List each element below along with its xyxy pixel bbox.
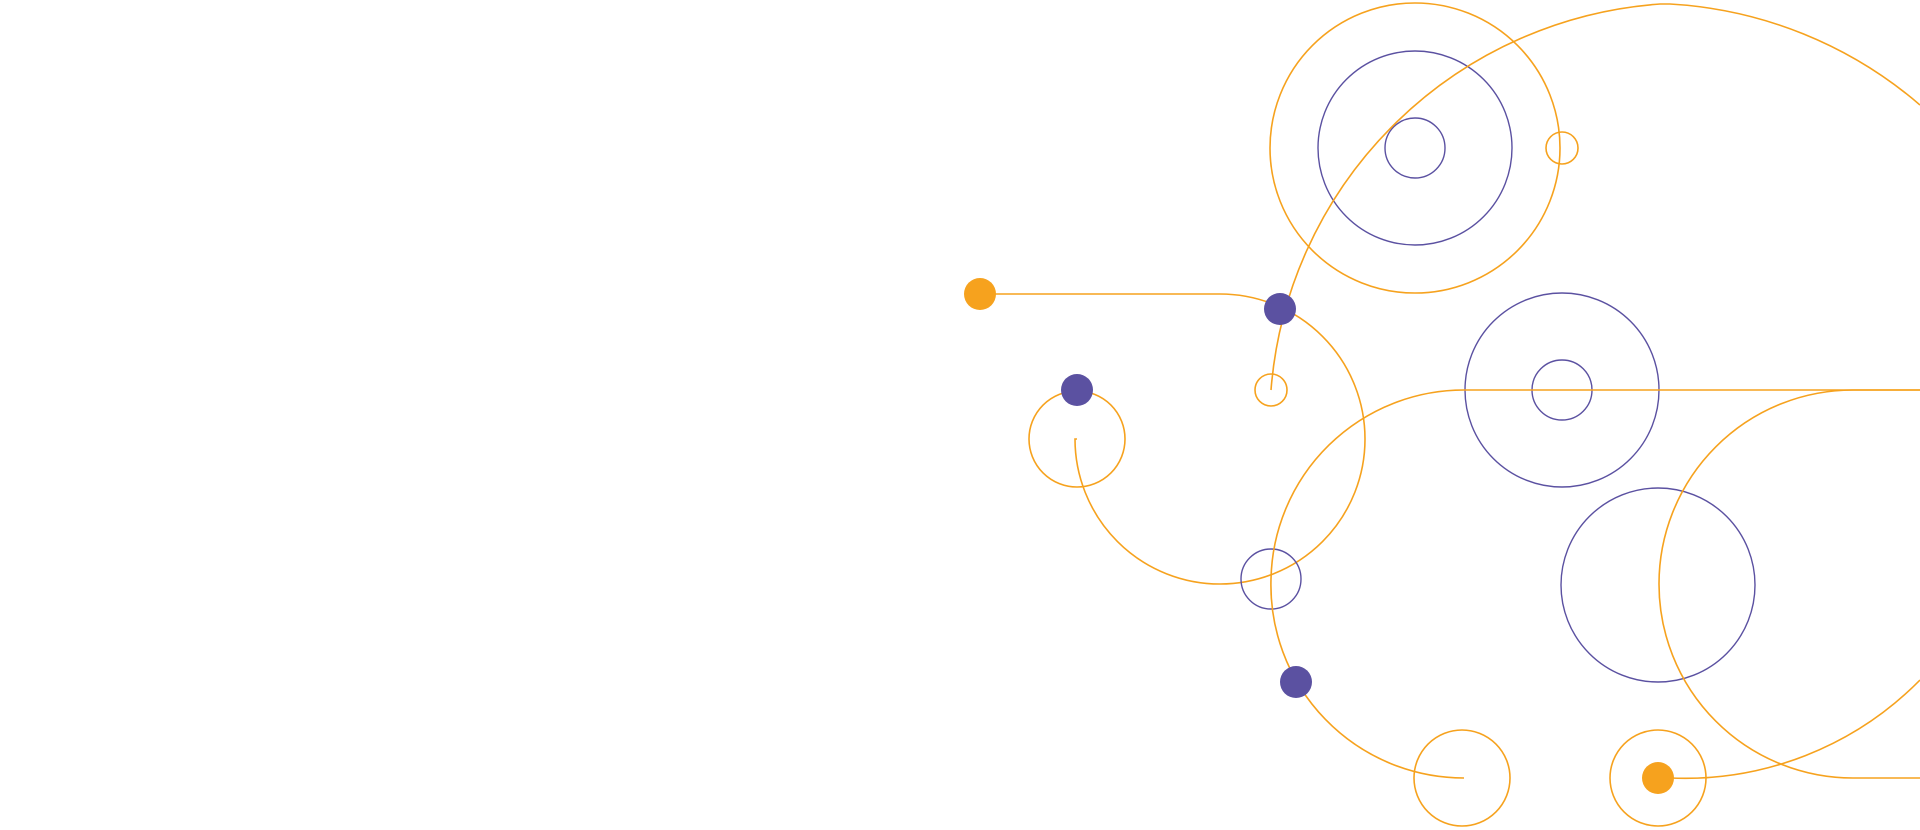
orange-horizontal-track [1270, 389, 1920, 580]
large-orange-arc [1270, 3, 1920, 391]
purple-dot-bottom [1280, 666, 1312, 698]
top-target-cluster [1269, 2, 1561, 294]
orange-bottom-right-arc [1669, 679, 1920, 780]
purple-middle-ring [1317, 50, 1513, 246]
orange-ring-bottom-left [1413, 729, 1511, 827]
purple-ring-lower [1240, 548, 1302, 610]
orange-small-ring-right [1545, 131, 1579, 165]
purple-dot-top [1264, 293, 1296, 325]
orange-connector-curve [980, 293, 1366, 585]
orange-right-arc [1658, 389, 1920, 779]
orange-dot-left [964, 278, 996, 310]
purple-ring-lower-right [1560, 487, 1756, 683]
orange-outer-ring [1269, 2, 1561, 294]
orange-dot-bottom [1642, 762, 1674, 794]
purple-dot-left [1061, 374, 1093, 406]
orange-lower-curve [1270, 578, 1465, 779]
orange-small-ring-mid [1254, 373, 1288, 407]
purple-inner-ring [1384, 117, 1446, 179]
